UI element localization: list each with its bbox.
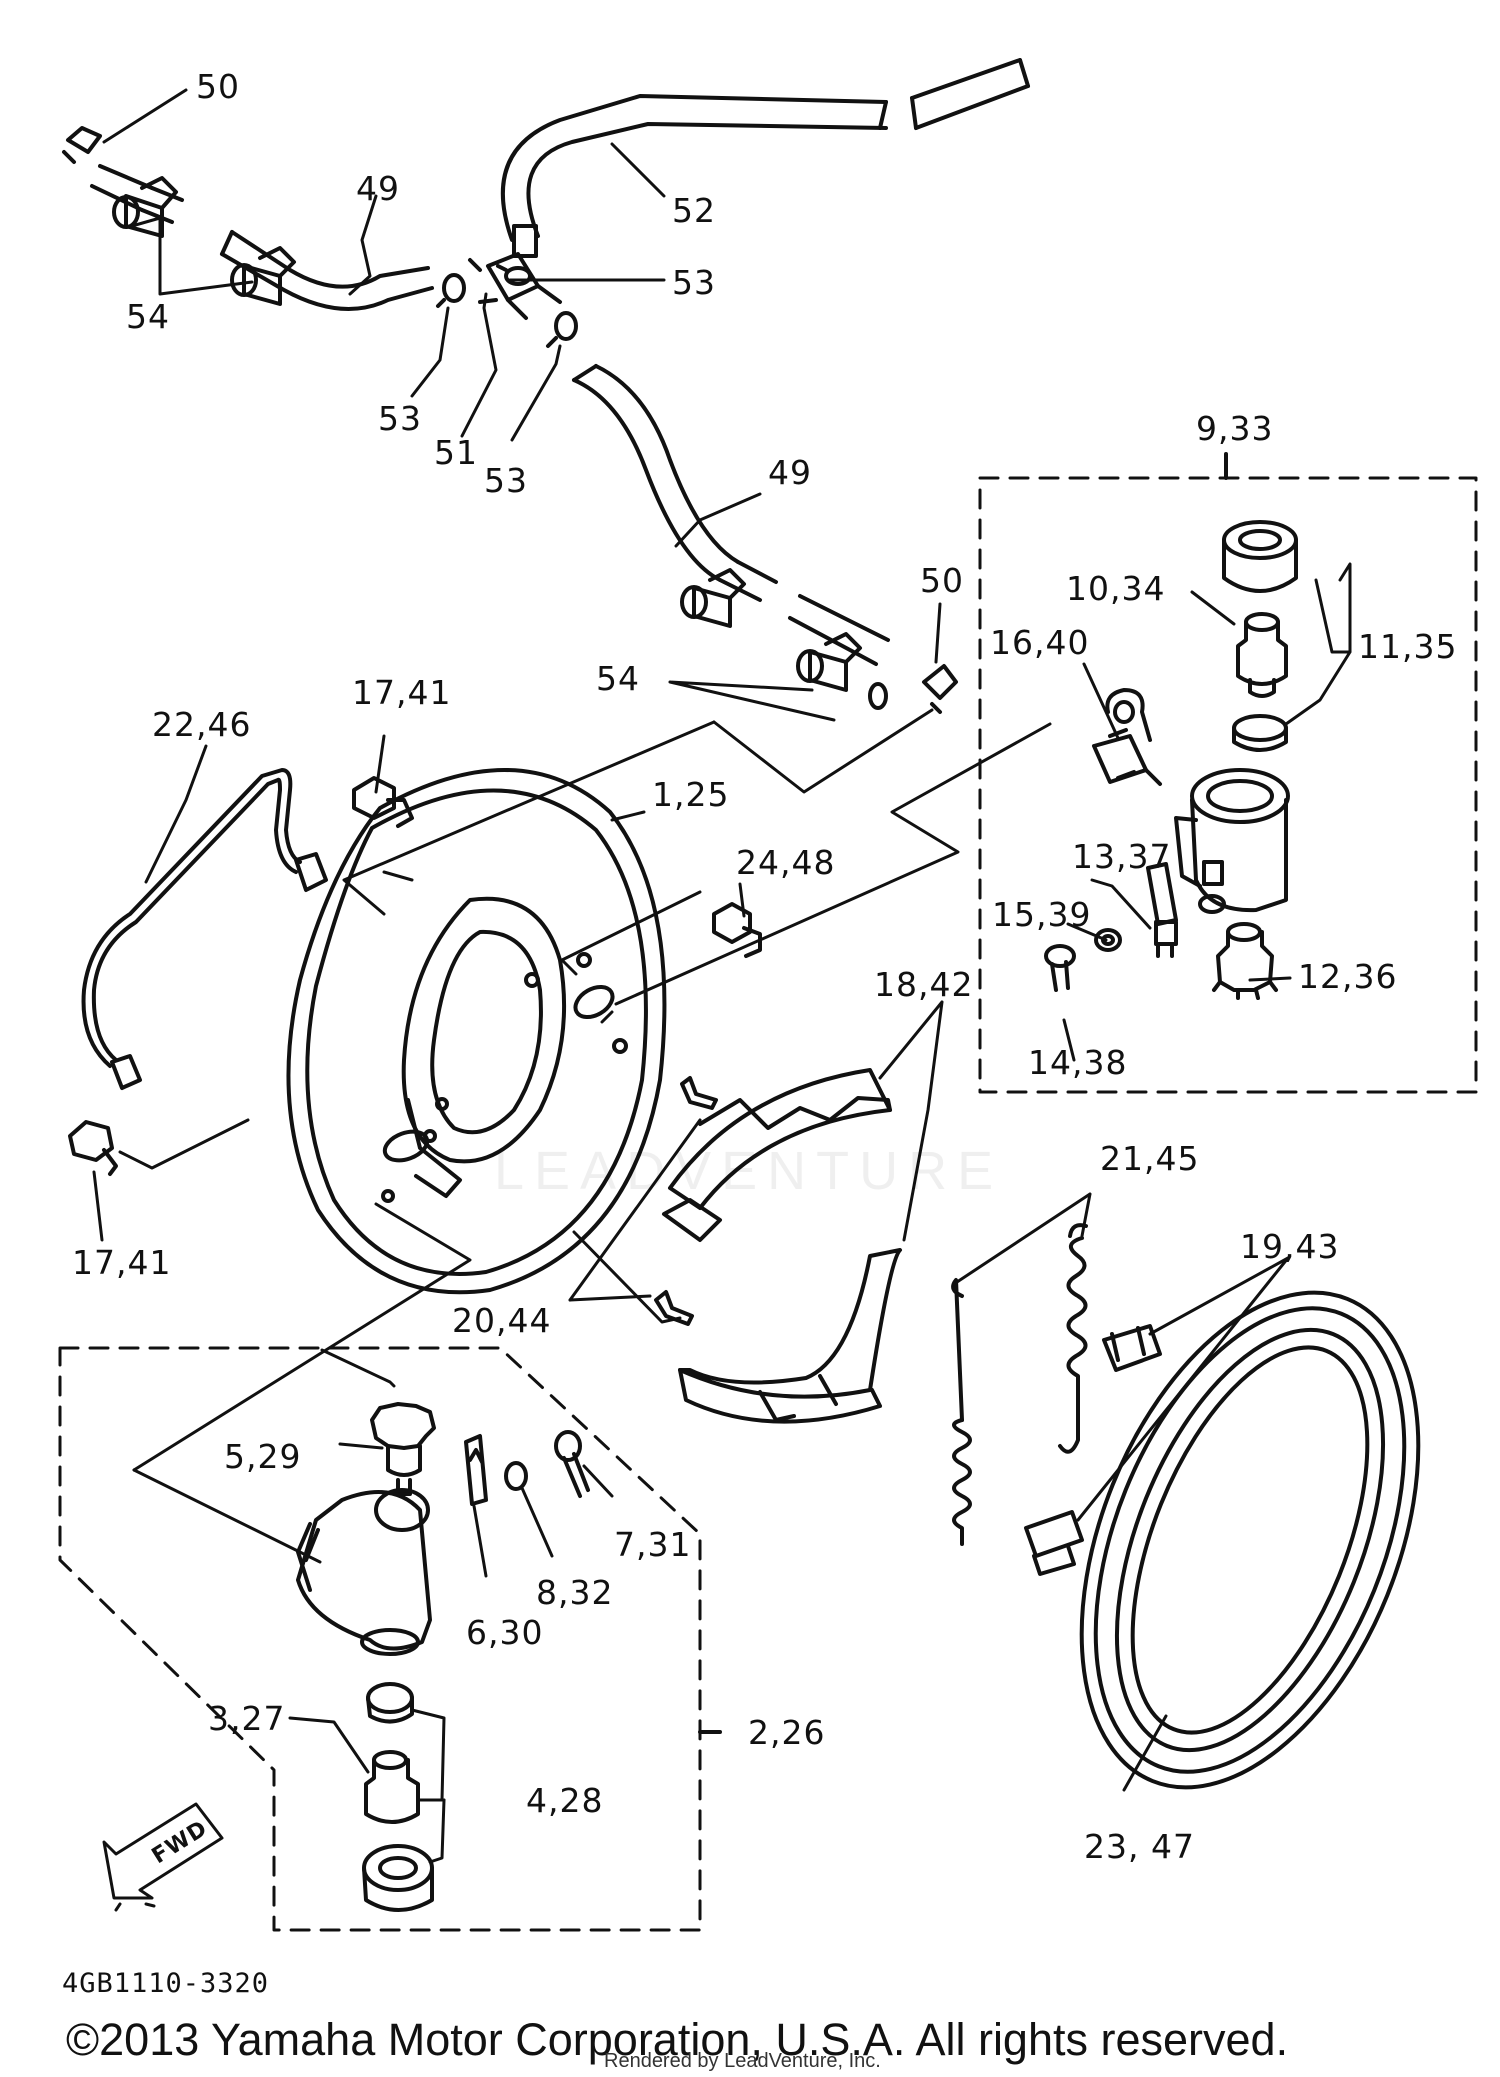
label-54-upper: 54 <box>126 297 170 336</box>
label-13-37: 13,37 <box>1072 837 1172 876</box>
brake-drum-23-47 <box>1079 1290 1421 1790</box>
pin-20-44-upper <box>680 1076 718 1110</box>
label-49-upper: 49 <box>356 169 400 208</box>
label-53-b: 53 <box>378 399 422 438</box>
spring-21-45-left <box>951 1278 972 1546</box>
label-51: 51 <box>434 433 478 472</box>
label-11-35: 11,35 <box>1358 627 1458 666</box>
adjuster-5-29 <box>370 1402 436 1496</box>
screw-14-38 <box>1044 944 1076 992</box>
label-18-42: 18,42 <box>874 965 974 1004</box>
label-52: 52 <box>672 191 716 230</box>
label-3-27: 3,27 <box>208 1699 286 1738</box>
label-16-40: 16,40 <box>990 623 1090 662</box>
screw-7-31 <box>554 1430 590 1498</box>
label-54-lower: 54 <box>596 659 640 698</box>
union-51 <box>468 224 562 320</box>
label-8-32: 8,32 <box>536 1573 614 1612</box>
label-10-34: 10,34 <box>1066 569 1166 608</box>
watermark: LEADVENTURE <box>494 1141 1004 1201</box>
hose-49-lower <box>572 364 890 666</box>
label-17-41-lower: 17,41 <box>72 1243 172 1282</box>
bolt-17-41-lower <box>68 1120 118 1176</box>
label-23-47: 23, 47 <box>1084 1827 1195 1866</box>
retainer-19-43-lower <box>1024 1510 1084 1576</box>
label-22-46: 22,46 <box>152 705 252 744</box>
label-2-26: 2,26 <box>748 1713 826 1752</box>
brake-shoe-18-42-upper <box>662 1068 892 1242</box>
clip-50-lower <box>922 664 958 714</box>
clamp-53-c <box>546 311 578 348</box>
brake-shoe-18-42-lower <box>678 1248 902 1424</box>
protector-54-lower-a <box>680 568 746 628</box>
bolt-17-41-upper <box>352 776 414 828</box>
label-49-lower: 49 <box>768 453 812 492</box>
hose-52 <box>500 58 1030 242</box>
hose-49-upper <box>90 164 434 311</box>
label-leaders <box>92 88 1352 1864</box>
label-4-28: 4,28 <box>526 1781 604 1820</box>
label-19-43: 19,43 <box>1240 1227 1340 1266</box>
diagram-code: 4GB1110-3320 <box>62 1968 270 1999</box>
plate-6-30 <box>464 1434 488 1506</box>
label-9-33: 9,33 <box>1196 409 1274 448</box>
label-50-upper: 50 <box>196 67 240 106</box>
clamp-53-b <box>496 264 532 286</box>
label-15-39: 15,39 <box>992 895 1092 934</box>
washer-8-32 <box>504 1461 528 1491</box>
label-21-45: 21,45 <box>1100 1139 1200 1178</box>
cylinder-body-lower <box>296 1488 432 1656</box>
label-24-48: 24,48 <box>736 843 836 882</box>
cap-end-lower <box>868 682 888 710</box>
brake-pipe-22-46 <box>81 768 328 1090</box>
label-14-38: 14,38 <box>1028 1043 1128 1082</box>
protector-54-lower-b <box>796 632 862 692</box>
clamp-53-a <box>436 273 466 308</box>
protector-54-upper-a <box>112 176 178 238</box>
clip-50-upper <box>62 126 102 164</box>
cup-4-28-bottom <box>362 1844 434 1912</box>
label-53-c: 53 <box>484 461 528 500</box>
retainer-19-43-upper <box>1102 1324 1162 1372</box>
label-53-a: 53 <box>672 263 716 302</box>
seal-4-28-top <box>366 1682 414 1724</box>
label-6-30: 6,30 <box>466 1613 544 1652</box>
washer-15-39 <box>1094 928 1122 952</box>
bolt-24-48 <box>712 902 762 958</box>
cup-11-35-top <box>1222 520 1298 593</box>
brake-plate-1-25 <box>286 768 667 1295</box>
piston-3-27 <box>364 1750 420 1824</box>
label-12-36: 12,36 <box>1298 957 1398 996</box>
protector-54-upper-b <box>230 246 296 306</box>
adjuster-12-36 <box>1212 922 1278 1000</box>
label-1-25: 1,25 <box>652 775 730 814</box>
pin-20-44-lower <box>654 1290 694 1326</box>
cylinder-body-upper <box>1174 768 1290 914</box>
plate-13-37 <box>1146 862 1178 958</box>
piston-10-34 <box>1236 612 1288 698</box>
rendered-by-text: Rendered by LeadVenture, Inc. <box>604 2050 881 2072</box>
spring-21-45-right <box>1058 1223 1088 1454</box>
copyright-text: ©2013 Yamaha Motor Corporation, U.S.A. A… <box>66 2014 1289 2065</box>
fwd-arrow-icon <box>102 1802 224 1912</box>
label-20-44: 20,44 <box>452 1301 552 1340</box>
leader-lines <box>118 708 1052 1564</box>
label-7-31: 7,31 <box>614 1525 692 1564</box>
label-50-lower: 50 <box>920 561 964 600</box>
group-box-9-33 <box>978 452 1478 1094</box>
seal-11-35-bottom <box>1232 714 1288 752</box>
label-5-29: 5,29 <box>224 1437 302 1476</box>
group-box-2-26 <box>58 1346 722 1932</box>
label-17-41-upper: 17,41 <box>352 673 452 712</box>
